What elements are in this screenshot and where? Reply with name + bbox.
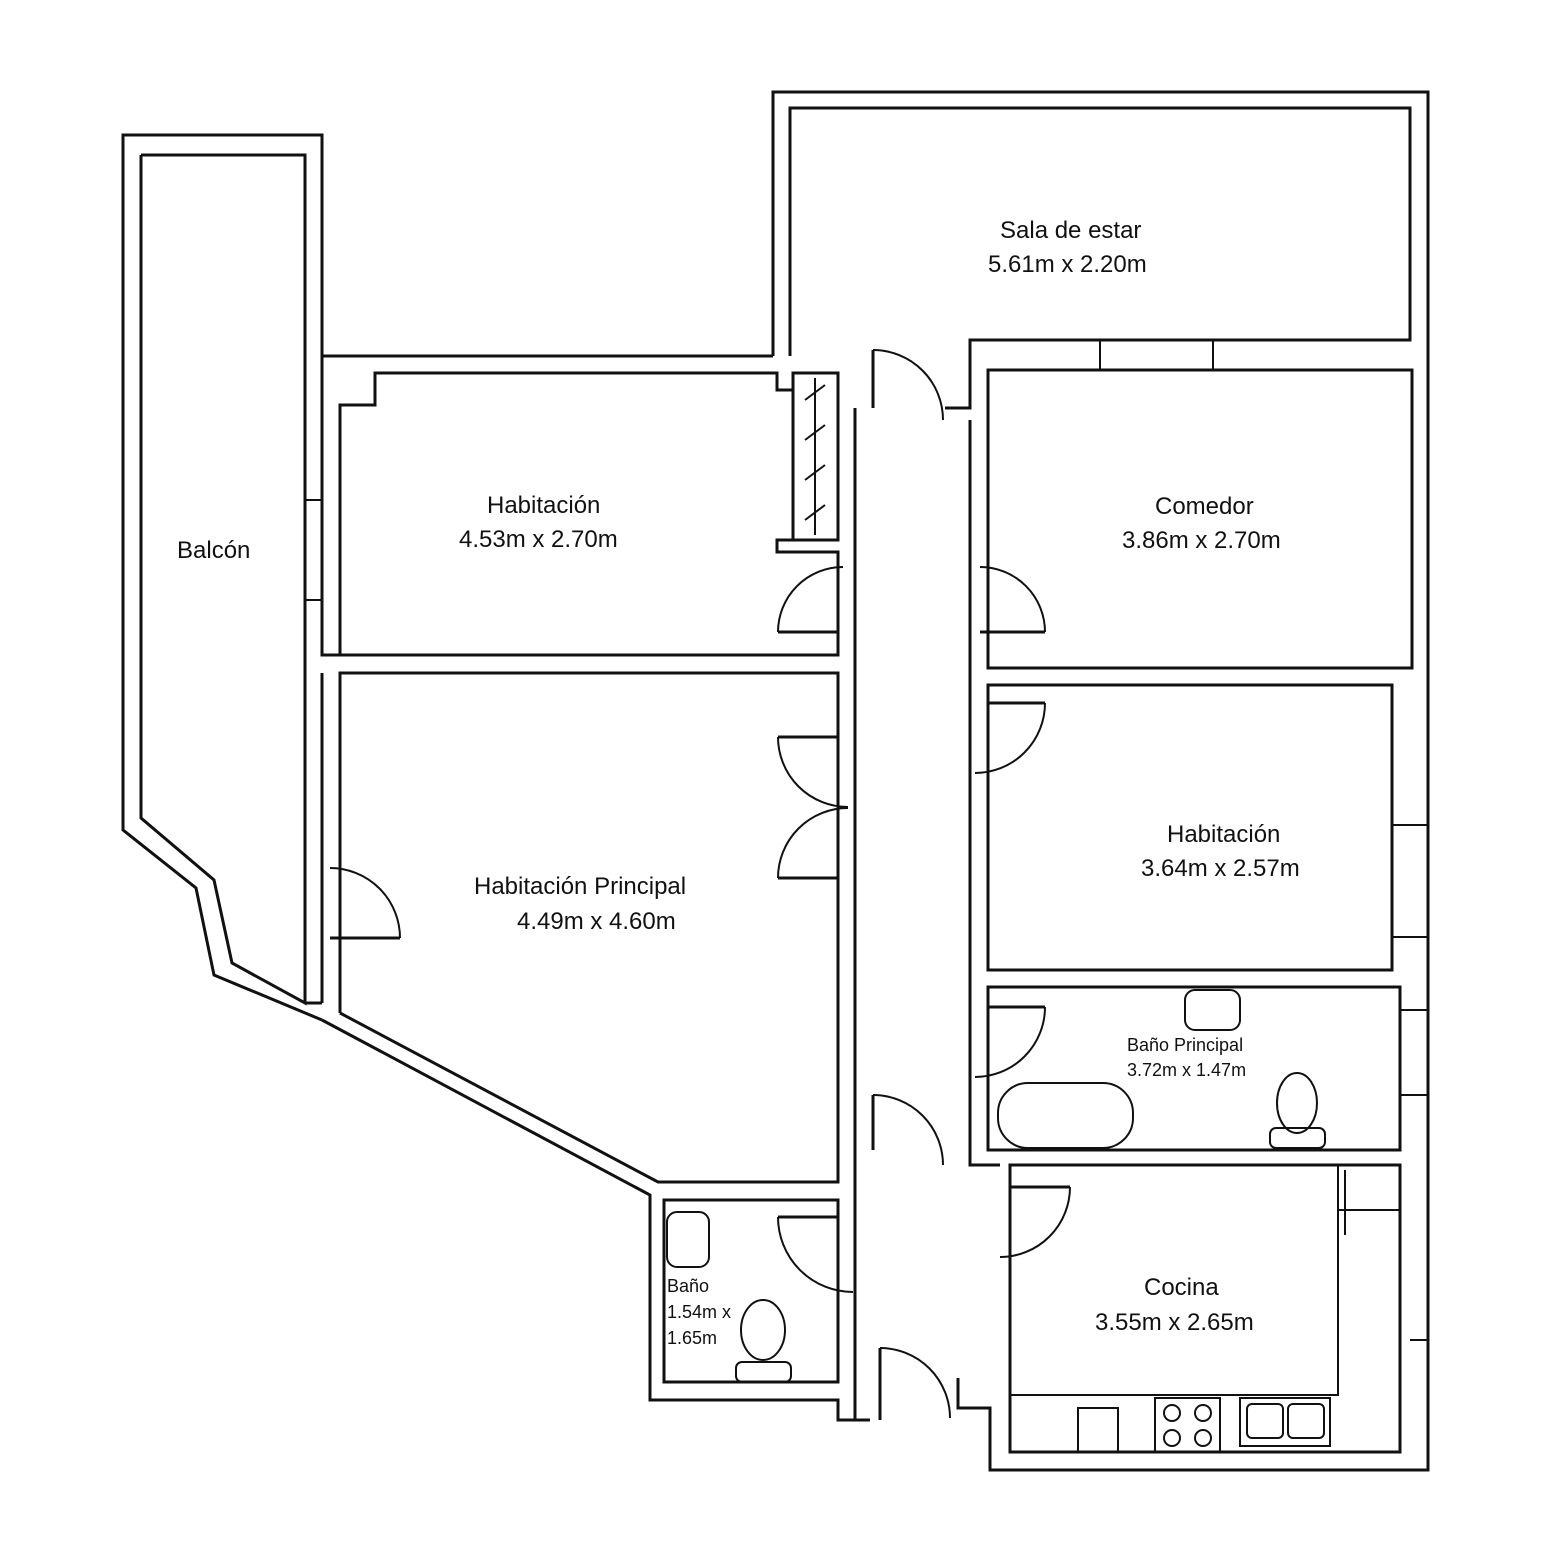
toilet-icon <box>740 1299 786 1361</box>
exterior-walls <box>121 90 1430 1472</box>
room-size-sala: 5.61m x 2.20m <box>988 251 1147 278</box>
room-labels: Sala de estar 5.61m x 2.20m Habitación 4… <box>177 217 1300 1348</box>
room-name-sala: Sala de estar <box>1000 217 1141 244</box>
bathtub-icon <box>997 1082 1134 1149</box>
room-name-principal: Habitación Principal <box>474 873 686 900</box>
sink-icon <box>1184 989 1241 1031</box>
room-size-bano-principal: 3.72m x 1.47m <box>1127 1060 1246 1080</box>
room-name-balcon: Balcón <box>177 537 250 564</box>
toilet-icon <box>1276 1072 1318 1134</box>
stove-icon <box>1154 1397 1221 1453</box>
fixtures <box>666 378 1331 1453</box>
room-size-comedor: 3.86m x 2.70m <box>1122 527 1281 554</box>
room-size-habitacion-2: 3.64m x 2.57m <box>1141 855 1300 882</box>
room-name-cocina: Cocina <box>1144 1274 1219 1301</box>
room-size-bano-b: 1.65m <box>667 1328 717 1348</box>
doors <box>329 349 1071 1420</box>
room-size-habitacion: 4.53m x 2.70m <box>459 526 618 553</box>
kitchen-sink-icon <box>1239 1397 1331 1447</box>
room-name-bano-principal: Baño Principal <box>1127 1035 1243 1055</box>
room-size-bano-a: 1.54m x <box>667 1302 731 1322</box>
room-name-habitacion-2: Habitación <box>1167 821 1280 848</box>
room-size-cocina: 3.55m x 2.65m <box>1095 1309 1254 1336</box>
sink-icon <box>666 1211 710 1268</box>
room-size-principal: 4.49m x 4.60m <box>517 908 676 935</box>
room-name-comedor: Comedor <box>1155 493 1254 520</box>
closet-icon <box>804 378 826 535</box>
room-name-bano: Baño <box>667 1276 709 1296</box>
room-name-habitacion: Habitación <box>487 492 600 519</box>
